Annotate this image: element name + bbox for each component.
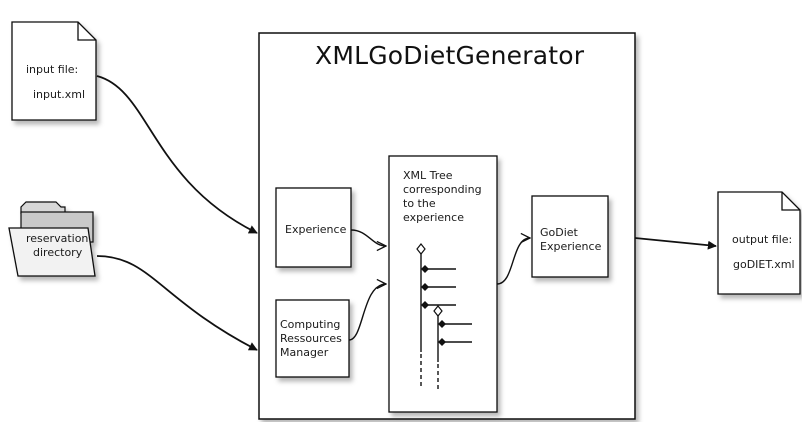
arrow-godiet-to-output xyxy=(634,237,717,250)
computing-resources-label-3: Manager xyxy=(280,346,329,359)
computing-resources-label-1: Computing xyxy=(280,318,341,331)
godiet-experience-box xyxy=(531,195,609,278)
arrow-computing-to-tree xyxy=(348,284,386,341)
reservation-directory-label: reservation xyxy=(26,232,89,245)
reservation-directory-label-2: directory xyxy=(33,246,83,259)
output-file-name: goDIET.xml xyxy=(733,258,795,271)
xml-tree-label-3: to the xyxy=(403,197,436,210)
experience-label: Experience xyxy=(285,223,347,236)
tree-structure xyxy=(420,250,472,390)
arrow-experience-to-tree xyxy=(350,229,386,246)
output-file-label: output file: xyxy=(732,233,793,246)
computing-resources-label-2: Ressources xyxy=(280,332,342,345)
xml-tree-label-2: corresponding xyxy=(403,183,482,196)
arrow-input-to-experience xyxy=(96,75,258,234)
godiet-experience-label-2: Experience xyxy=(540,240,602,253)
godiet-experience-label-1: GoDiet xyxy=(540,226,578,239)
tree-nodes xyxy=(416,243,446,346)
input-file-name: input.xml xyxy=(33,88,86,101)
xml-tree-label-4: experience xyxy=(403,211,464,224)
xml-tree-label-1: XML Tree xyxy=(403,169,453,182)
folder-icon xyxy=(8,201,96,277)
experience-box xyxy=(275,187,352,268)
document-icon xyxy=(717,191,801,295)
computing-resources-box xyxy=(275,299,350,378)
arrow-tree-to-godiet xyxy=(496,238,530,285)
arrow-directory-to-computing xyxy=(96,255,258,351)
xml-tree-box xyxy=(388,155,498,413)
document-icon xyxy=(11,21,97,121)
input-file-label: input file: xyxy=(26,63,79,76)
main-box-title: XMLGoDietGenerator xyxy=(315,41,585,70)
